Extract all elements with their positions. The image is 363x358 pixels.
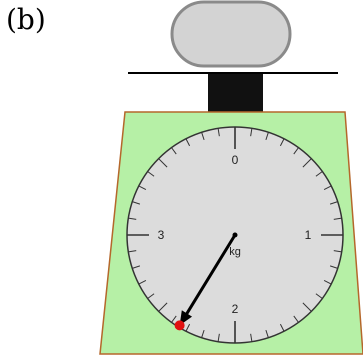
dial-unit-label: kg: [229, 246, 241, 258]
minor-tick: [323, 279, 332, 285]
minor-tick: [333, 217, 342, 220]
minor-tick: [185, 138, 191, 147]
minor-tick: [217, 333, 220, 342]
minor-tick: [128, 217, 137, 220]
minor-tick: [329, 201, 338, 205]
dial-label-2: 2: [232, 302, 239, 316]
minor-tick: [171, 147, 177, 155]
minor-tick: [323, 185, 332, 191]
minor-tick: [158, 302, 168, 312]
minor-tick: [250, 128, 253, 137]
minor-tick: [147, 171, 155, 177]
needle-tip-marker: [174, 320, 185, 331]
minor-tick: [333, 250, 342, 253]
minor-tick: [158, 158, 168, 168]
minor-tick: [329, 265, 338, 269]
scale-platform: [170, 0, 292, 68]
scale-column: [208, 74, 263, 112]
minor-tick: [132, 201, 141, 205]
minor-tick: [279, 138, 285, 147]
dial-label-1: 1: [305, 228, 312, 242]
dial-needle: [185, 233, 237, 315]
minor-tick: [250, 333, 253, 342]
minor-tick: [265, 329, 269, 338]
minor-tick: [315, 171, 323, 177]
minor-tick: [201, 132, 205, 141]
dial-label-0: 0: [232, 153, 239, 167]
minor-tick: [171, 315, 177, 323]
minor-tick: [132, 265, 141, 269]
minor-tick: [293, 147, 299, 155]
minor-tick: [138, 185, 147, 191]
dial-ticks: [127, 127, 343, 343]
minor-tick: [279, 323, 285, 332]
minor-tick: [128, 250, 137, 253]
dial-label-3: 3: [158, 228, 165, 242]
dial-hub: [232, 232, 238, 238]
minor-tick: [302, 158, 312, 168]
minor-tick: [217, 128, 220, 137]
minor-tick: [293, 315, 299, 323]
minor-tick: [138, 279, 147, 285]
panel-label: (b): [6, 3, 46, 36]
minor-tick: [265, 132, 269, 141]
minor-tick: [315, 293, 323, 299]
minor-tick: [201, 329, 205, 338]
minor-tick: [147, 293, 155, 299]
minor-tick: [185, 323, 191, 332]
minor-tick: [302, 302, 312, 312]
